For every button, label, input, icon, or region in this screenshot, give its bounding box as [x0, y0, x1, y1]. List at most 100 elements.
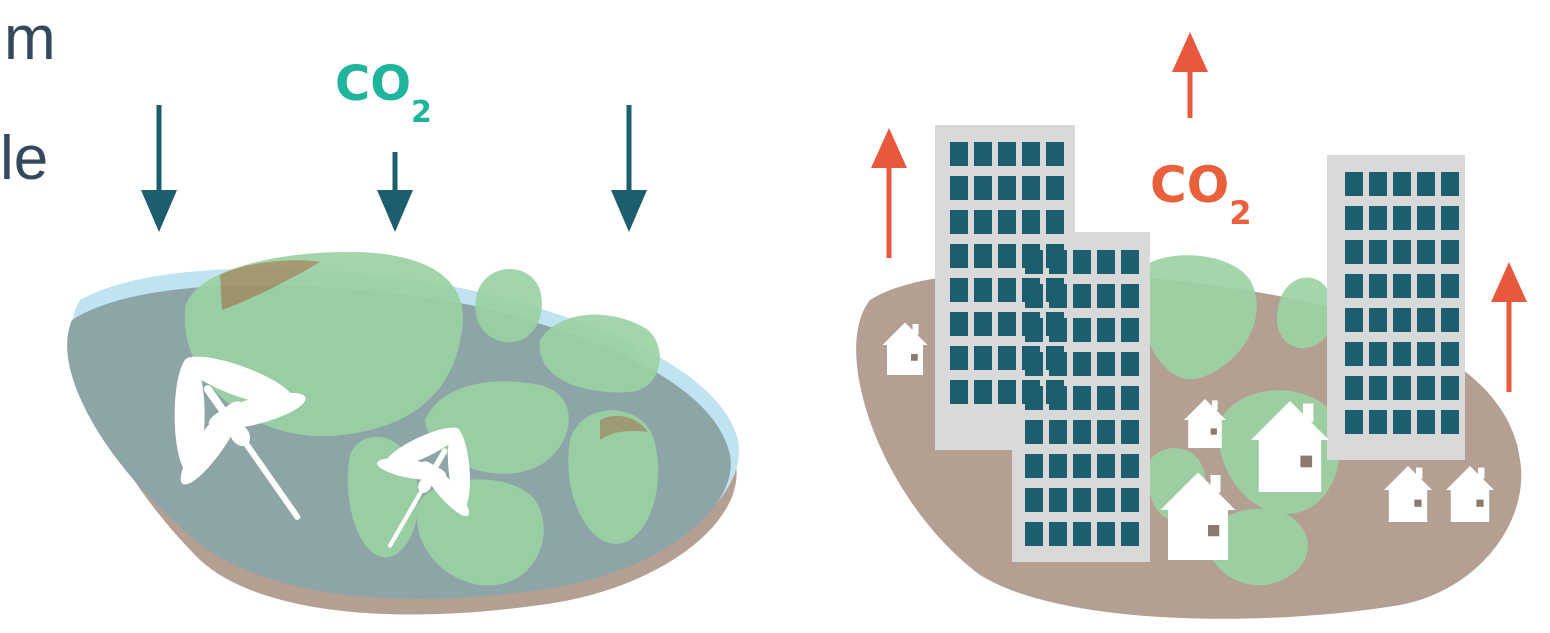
- building-window: [974, 142, 992, 166]
- building-window: [1121, 386, 1139, 410]
- building-window: [1393, 342, 1411, 366]
- building-window: [1121, 284, 1139, 308]
- building-window: [1441, 410, 1459, 434]
- building-window: [1393, 308, 1411, 332]
- building-window: [1097, 352, 1115, 376]
- building-window: [1049, 454, 1067, 478]
- building-window: [1073, 352, 1091, 376]
- building-window: [998, 142, 1016, 166]
- building-window: [1345, 172, 1363, 196]
- building-window: [998, 244, 1016, 268]
- wetland-scene: CO2: [67, 56, 739, 615]
- building-window: [1025, 488, 1043, 512]
- building-window: [950, 142, 968, 166]
- building-window: [1345, 274, 1363, 298]
- building-window: [1441, 206, 1459, 230]
- building-window: [1345, 308, 1363, 332]
- building-window: [1369, 274, 1387, 298]
- building-window: [998, 380, 1016, 404]
- building-window: [1073, 454, 1091, 478]
- building-window: [1049, 352, 1067, 376]
- building-window: [998, 278, 1016, 302]
- building-window: [950, 244, 968, 268]
- building-window: [1393, 172, 1411, 196]
- building-window: [1369, 240, 1387, 264]
- building-window: [1025, 454, 1043, 478]
- building-window: [1417, 376, 1435, 400]
- building-window: [1393, 376, 1411, 400]
- building-window: [1022, 142, 1040, 166]
- building-window: [1121, 420, 1139, 444]
- building-window: [1046, 142, 1064, 166]
- building-window: [1369, 172, 1387, 196]
- building-window: [1441, 274, 1459, 298]
- building-window: [950, 278, 968, 302]
- building-window: [1417, 240, 1435, 264]
- building-window: [1049, 284, 1067, 308]
- building-window: [1121, 454, 1139, 478]
- building-window: [1393, 206, 1411, 230]
- building-window: [1097, 250, 1115, 274]
- building-window: [1121, 522, 1139, 546]
- building-window: [1073, 420, 1091, 444]
- building-window: [1417, 172, 1435, 196]
- building-window: [974, 278, 992, 302]
- building-window: [974, 244, 992, 268]
- building-window: [1025, 386, 1043, 410]
- building-window: [974, 346, 992, 370]
- building-window: [974, 210, 992, 234]
- building-window: [1097, 284, 1115, 308]
- building-window: [1369, 206, 1387, 230]
- building-window: [1025, 318, 1043, 342]
- building-window: [1046, 210, 1064, 234]
- building-window: [950, 346, 968, 370]
- building-window: [1073, 386, 1091, 410]
- building-window: [950, 176, 968, 200]
- building-window: [1121, 250, 1139, 274]
- building-window: [1022, 176, 1040, 200]
- building-window: [950, 210, 968, 234]
- building-window: [1073, 488, 1091, 512]
- building-window: [1049, 318, 1067, 342]
- building-window: [1441, 376, 1459, 400]
- building-window: [1097, 420, 1115, 444]
- building-window: [950, 312, 968, 336]
- building-window: [1369, 308, 1387, 332]
- building-window: [1097, 318, 1115, 342]
- building-window: [1345, 376, 1363, 400]
- building-window: [1025, 250, 1043, 274]
- co2-sink-label: CO2: [335, 56, 432, 130]
- building-window: [1097, 488, 1115, 512]
- building-window: [974, 312, 992, 336]
- building-window: [1097, 454, 1115, 478]
- building-window: [1369, 410, 1387, 434]
- building-window: [1369, 376, 1387, 400]
- building-window: [998, 312, 1016, 336]
- building-window: [1345, 410, 1363, 434]
- building-window: [1025, 352, 1043, 376]
- building-window: [1417, 410, 1435, 434]
- building-window: [1049, 522, 1067, 546]
- building-window: [1369, 342, 1387, 366]
- building-window: [1049, 386, 1067, 410]
- building-window: [1417, 342, 1435, 366]
- building-window: [998, 176, 1016, 200]
- building-window: [1025, 522, 1043, 546]
- building-window: [998, 346, 1016, 370]
- building-window: [1073, 522, 1091, 546]
- co2-emission-label: CO2: [1150, 156, 1251, 232]
- building-window: [1073, 318, 1091, 342]
- building-window: [1441, 308, 1459, 332]
- building-window: [1073, 284, 1091, 308]
- building-window: [1441, 240, 1459, 264]
- building-window: [1393, 410, 1411, 434]
- urban-scene: CO2: [856, 32, 1527, 619]
- building-window: [1025, 420, 1043, 444]
- building-window: [1417, 206, 1435, 230]
- building-window: [1441, 172, 1459, 196]
- building-window: [1025, 284, 1043, 308]
- building-window: [1345, 240, 1363, 264]
- building-window: [1121, 488, 1139, 512]
- building-window: [1345, 206, 1363, 230]
